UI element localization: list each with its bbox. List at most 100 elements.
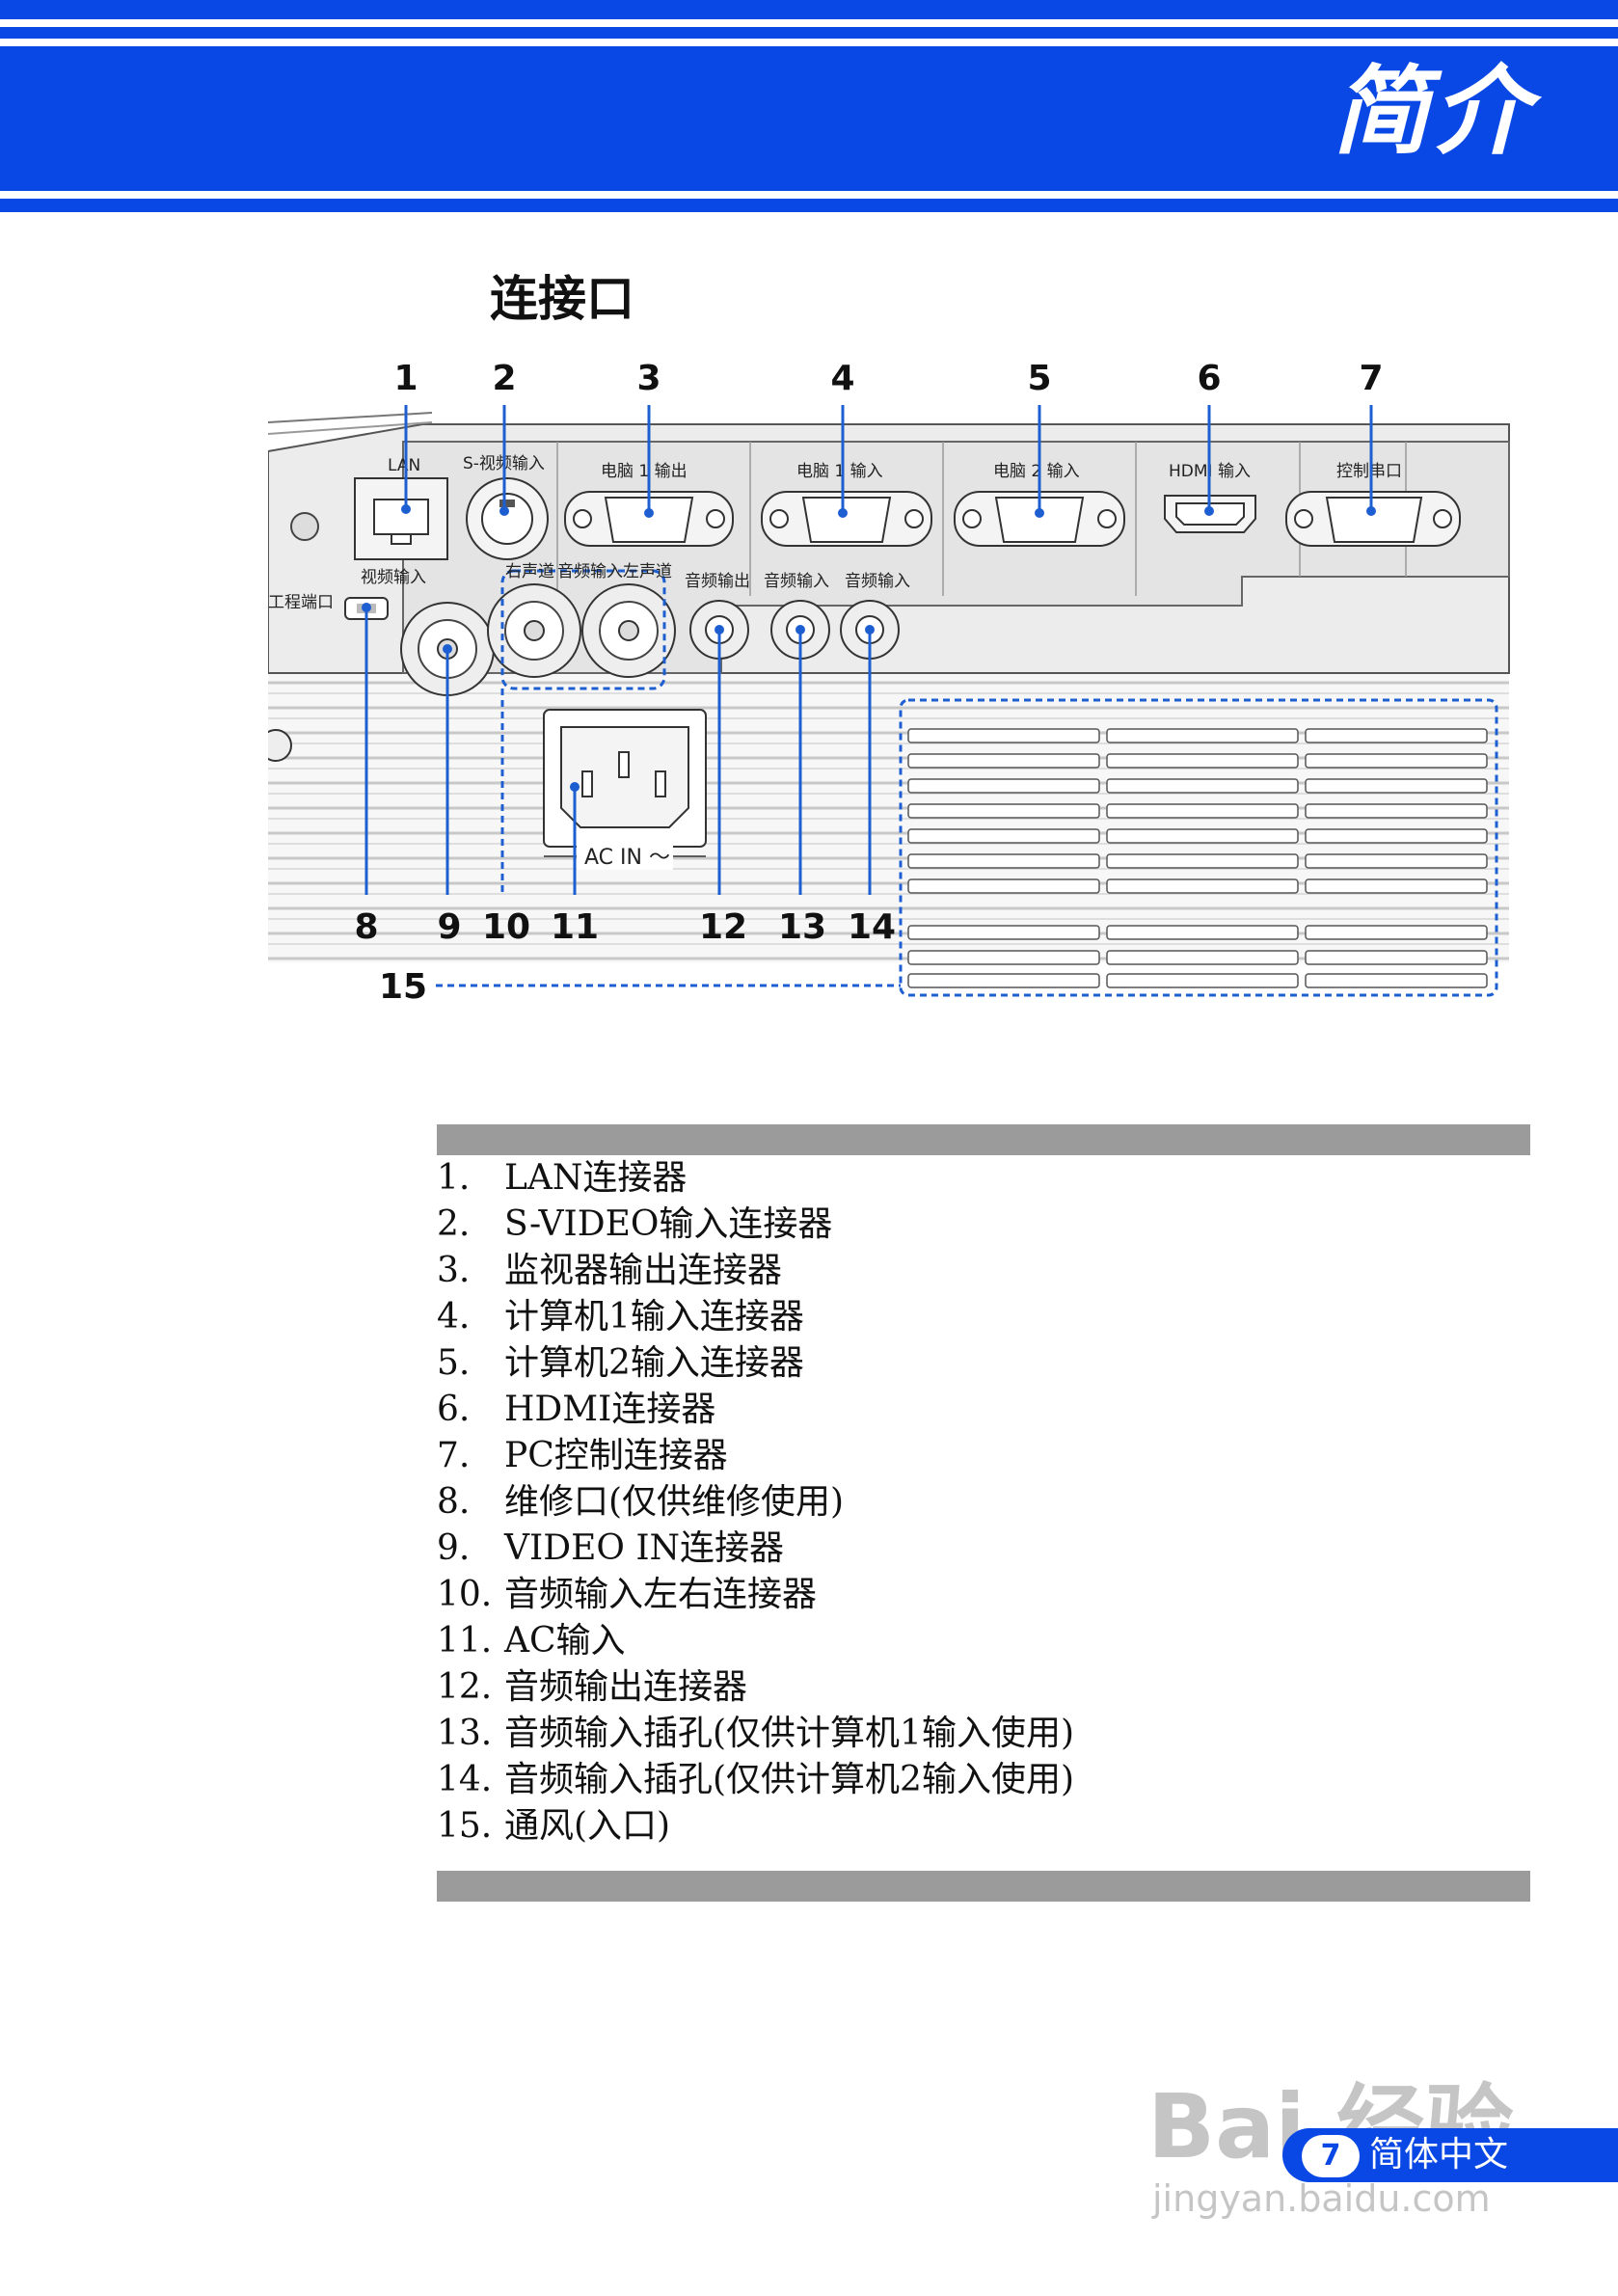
- list-item-number: 1.: [437, 1158, 471, 1198]
- list-item-number: 11.: [437, 1621, 493, 1661]
- callout-8: 8: [354, 907, 378, 947]
- page-number: 7: [1302, 2135, 1360, 2177]
- monitor-out-port: [564, 491, 734, 547]
- list-item-number: 5.: [437, 1343, 471, 1383]
- callout-lines: [364, 405, 1373, 987]
- list-item-number: 13.: [437, 1714, 493, 1753]
- list-item-text: 维修口(仅供维修使用): [504, 1482, 845, 1522]
- list-item-text: LAN连接器: [504, 1158, 688, 1198]
- vent-slot: [1305, 753, 1488, 769]
- callout-3: 3: [636, 359, 661, 398]
- vent-slot: [1305, 828, 1488, 844]
- list-item: 11. AC输入: [437, 1618, 1074, 1664]
- list-item-number: 8.: [437, 1482, 471, 1522]
- header-stripe-bottom: [0, 199, 1618, 212]
- list-item: 14.音频输入插孔(仅供计算机2输入使用): [437, 1757, 1074, 1803]
- list-item: 3. 监视器输出连接器: [437, 1248, 1074, 1294]
- vent-slot: [907, 878, 1100, 894]
- lan-port: [290, 477, 448, 560]
- label-right: 右声道: [505, 562, 554, 581]
- header-band: [0, 46, 1618, 191]
- list-item-text: 计算机1输入连接器: [504, 1297, 804, 1337]
- list-item-text: S-VIDEO输入连接器: [504, 1204, 833, 1244]
- list-item: 15. 通风(入口): [437, 1803, 1074, 1850]
- callout-12: 12: [699, 907, 747, 947]
- vent-slot: [907, 753, 1100, 769]
- list-item-text: AC输入: [504, 1621, 626, 1661]
- list-item: 1. LAN连接器: [437, 1155, 1074, 1202]
- label-left: 左声道: [623, 562, 672, 581]
- list-item: 4. 计算机1输入连接器: [437, 1294, 1074, 1340]
- vent-slot: [1106, 753, 1299, 769]
- vent-slot: [1305, 728, 1488, 743]
- list-bottom-bar: [437, 1871, 1530, 1902]
- vent-slot: [907, 925, 1100, 940]
- ac-in-socket: [268, 709, 707, 870]
- list-item-number: 9.: [437, 1528, 471, 1568]
- label-monitor-out: 电脑 1 输出: [601, 462, 688, 481]
- list-item-text: 监视器输出连接器: [504, 1251, 783, 1290]
- vent-slot: [1106, 950, 1299, 965]
- list-item: 6.HDMI连接器: [437, 1387, 1074, 1433]
- callout-14: 14: [848, 907, 896, 947]
- vent-slot: [1106, 878, 1299, 894]
- vent-slot: [1305, 803, 1488, 819]
- list-item: 12.音频输出连接器: [437, 1664, 1074, 1711]
- pc1-in-port: [761, 491, 932, 547]
- vent-slot: [1106, 728, 1299, 743]
- vent-slot: [1106, 973, 1299, 988]
- list-item-number: 10.: [437, 1575, 493, 1614]
- list-item-text: PC控制连接器: [504, 1436, 728, 1475]
- vent-slot: [1305, 878, 1488, 894]
- callout-1: 1: [393, 359, 418, 398]
- vent-slot: [1106, 853, 1299, 869]
- label-audio-in2: 音频输入: [845, 572, 910, 591]
- ventilation-grille: [899, 698, 1498, 997]
- label-lan: LAN: [388, 456, 420, 475]
- list-item-number: 15.: [437, 1806, 493, 1846]
- list-item-text: 计算机2输入连接器: [504, 1343, 804, 1383]
- vent-slot: [1106, 778, 1299, 794]
- callout-5: 5: [1027, 359, 1051, 398]
- callout-11: 11: [551, 907, 599, 947]
- vent-slot: [1305, 778, 1488, 794]
- vent-slots: [907, 728, 1488, 988]
- list-item-text: HDMI连接器: [504, 1390, 716, 1429]
- header-stripe-mid: [0, 27, 1618, 39]
- callout-6: 6: [1197, 359, 1221, 398]
- svideo-port: [466, 477, 549, 560]
- chapter-title: 简介: [1333, 55, 1533, 168]
- list-item: 8. 维修口(仅供维修使用): [437, 1479, 1074, 1526]
- vent-slot: [907, 803, 1100, 819]
- list-item-text: 通风(入口): [504, 1806, 671, 1846]
- callout-15: 15: [379, 967, 427, 1007]
- list-item-text: 音频输入插孔(仅供计算机1输入使用): [504, 1714, 1074, 1753]
- vent-slot: [907, 853, 1100, 869]
- callout-10: 10: [482, 907, 530, 947]
- label-audio-in-lr: 音频输入: [557, 562, 623, 581]
- list-item-number: 2.: [437, 1204, 471, 1244]
- list-top-bar: [437, 1124, 1530, 1155]
- vent-slot: [1305, 853, 1488, 869]
- list-item: 2. S-VIDEO输入连接器: [437, 1202, 1074, 1248]
- list-item-text: VIDEO IN连接器: [504, 1528, 785, 1568]
- list-item: 9. VIDEO IN连接器: [437, 1526, 1074, 1572]
- control-port: [1285, 491, 1461, 547]
- list-item-number: 7.: [437, 1436, 471, 1475]
- label-pc2-in: 电脑 2 输入: [993, 462, 1080, 481]
- vent-slot: [907, 950, 1100, 965]
- label-audio-out: 音频输出: [685, 572, 750, 591]
- label-ac-in: AC IN ～: [584, 846, 670, 870]
- list-item-number: 4.: [437, 1297, 471, 1337]
- list-item: 13. 音频输入插孔(仅供计算机1输入使用): [437, 1711, 1074, 1757]
- vent-slot: [1106, 925, 1299, 940]
- footer-language: 简体中文: [1369, 2135, 1509, 2174]
- list-item-number: 12.: [437, 1667, 493, 1707]
- vent-slot: [1106, 803, 1299, 819]
- label-audio-in1: 音频输入: [764, 572, 829, 591]
- callout-13: 13: [778, 907, 826, 947]
- callout-9: 9: [437, 907, 461, 947]
- list-item-number: 3.: [437, 1251, 471, 1290]
- label-service: 工程端口: [268, 593, 334, 612]
- section-title: 连接口: [490, 271, 634, 327]
